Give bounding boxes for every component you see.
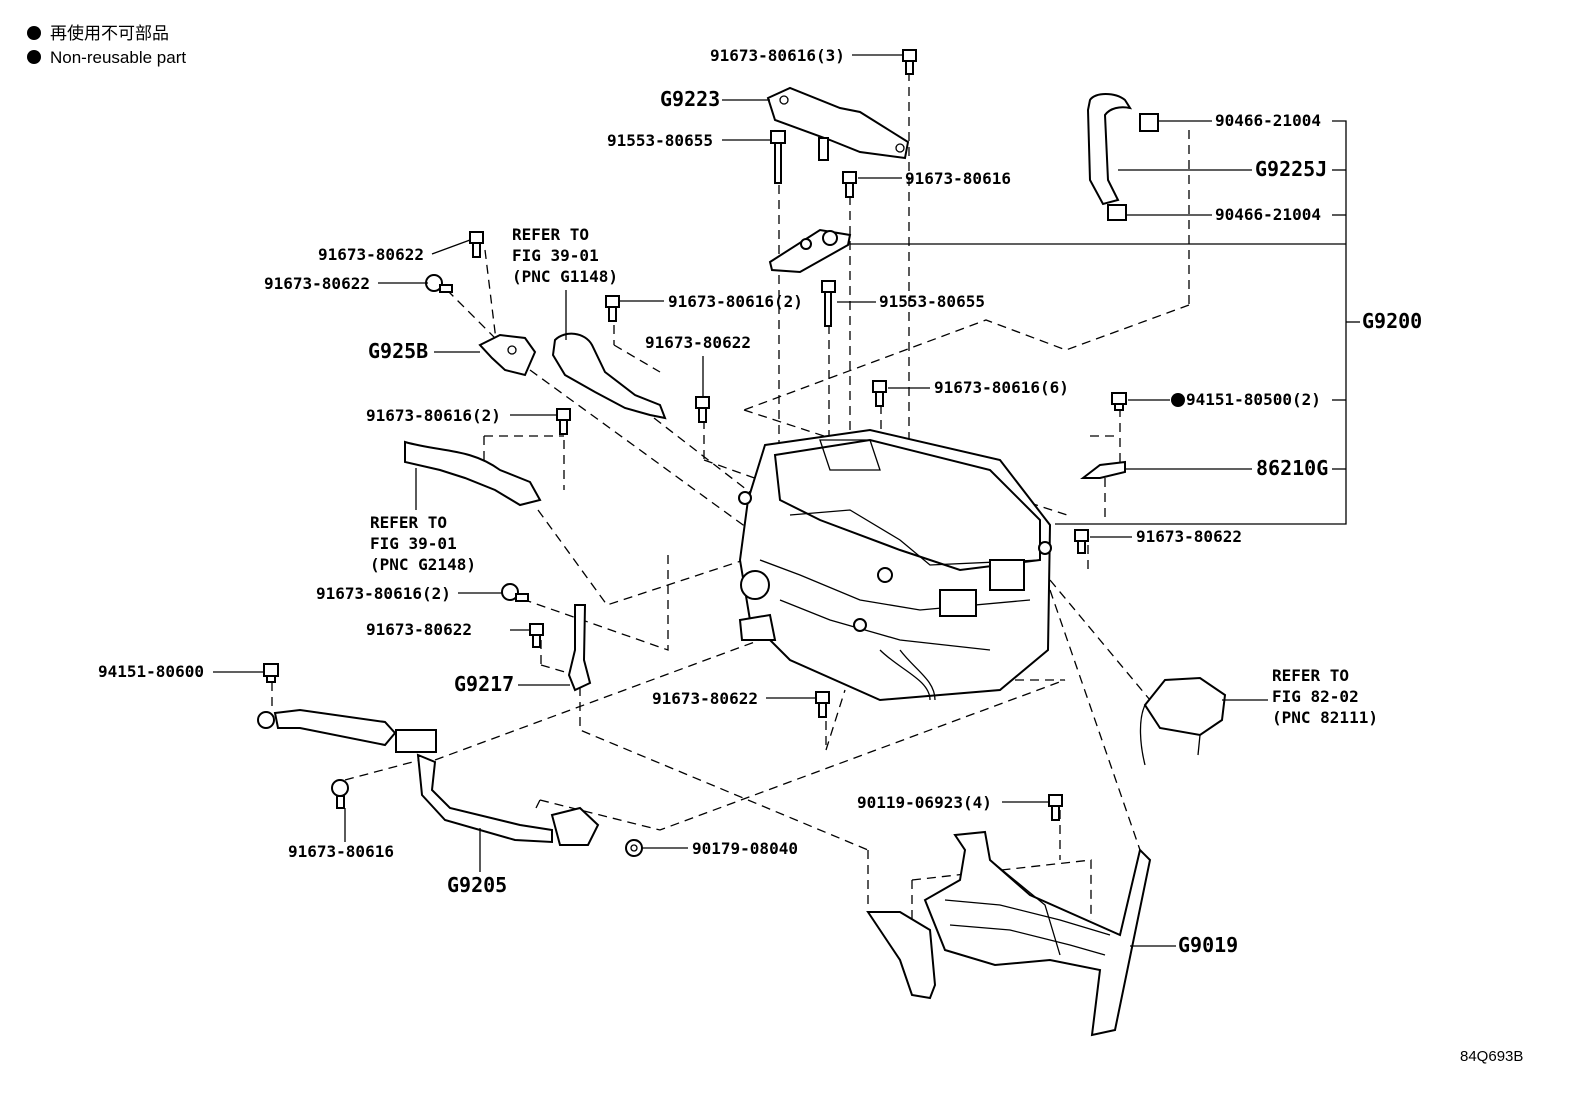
ref-g2148-line1: REFER TO	[370, 513, 447, 532]
ref-g1148-line1: REFER TO	[512, 225, 589, 244]
label-94151-80500-2: 94151-80500(2)	[1186, 390, 1321, 409]
label-g9217: G9217	[454, 672, 514, 696]
label-91673-80616-2-low: 91673-80616(2)	[316, 584, 451, 603]
label-91673-80616-top: 91673-80616	[905, 169, 1011, 188]
clamp-86210g	[1080, 460, 1126, 479]
g9200-group-bracket	[848, 120, 1360, 525]
bolt-icon	[821, 280, 836, 327]
label-91553-80655-top: 91553-80655	[607, 131, 713, 150]
label-g925b: G925B	[368, 339, 428, 363]
label-91673-80622-e: 91673-80622	[366, 620, 472, 639]
bolt-icon	[501, 583, 529, 602]
label-91673-80616-bottom: 91673-80616	[288, 842, 394, 861]
label-90179-08040: 90179-08040	[692, 839, 798, 858]
hose-g9225j	[1086, 93, 1159, 221]
alignment-lines	[271, 72, 1190, 920]
connector-82111	[1139, 676, 1227, 766]
label-g9019: G9019	[1178, 933, 1238, 957]
label-91673-80616-2-top: 91673-80616(2)	[668, 292, 803, 311]
label-94151-80600: 94151-80600	[98, 662, 204, 681]
label-91673-80622-c: 91673-80622	[645, 333, 751, 352]
bolt-icon	[902, 49, 917, 75]
legend-text-en: Non-reusable part	[50, 48, 186, 67]
bolt-icon	[770, 130, 786, 184]
label-90466-21004-lower: 90466-21004	[1215, 205, 1321, 224]
part-labels: 91673-80616(3) G9223 91553-80655 91673-8…	[98, 46, 1422, 957]
ref-g2148-line3: (PNC G2148)	[370, 555, 476, 574]
label-91673-80616-2-mid: 91673-80616(2)	[366, 406, 501, 425]
label-g9225j: G9225J	[1255, 157, 1327, 181]
ref-82111-line3: (PNC 82111)	[1272, 708, 1378, 727]
bolt-icon	[263, 663, 279, 683]
bolt-icon	[469, 231, 484, 258]
bracket-g9217	[567, 604, 592, 692]
lower-hose	[404, 440, 542, 507]
ref-g1148-line3: (PNC G1148)	[512, 267, 618, 286]
bolt-icon	[425, 274, 453, 293]
label-86210g: 86210G	[1256, 456, 1328, 480]
label-91673-80616-6: 91673-80616(6)	[934, 378, 1069, 397]
bolt-icon	[695, 396, 710, 423]
bolt-icon	[842, 171, 857, 198]
frame-g9019	[866, 830, 1152, 1037]
bolt-icon	[815, 691, 830, 718]
label-g9200: G9200	[1362, 309, 1422, 333]
label-g9205: G9205	[447, 873, 507, 897]
bolt-icon	[1048, 794, 1063, 821]
bolt-icon	[1074, 529, 1089, 554]
inverter-assembly	[738, 428, 1052, 702]
bracket-plate	[768, 228, 852, 274]
ref-g1148-line2: FIG 39-01	[512, 246, 599, 265]
label-91673-80616-3: 91673-80616(3)	[710, 46, 845, 65]
label-91673-80622-f: 91673-80622	[652, 689, 758, 708]
bolt-icon	[556, 408, 571, 435]
label-90466-21004-upper: 90466-21004	[1215, 111, 1321, 130]
non-reusable-bullet-icon	[27, 26, 41, 40]
label-90119-06923-4: 90119-06923(4)	[857, 793, 992, 812]
non-reusable-bullet-icon	[27, 50, 41, 64]
top-cover-g9223	[766, 86, 910, 161]
label-91673-80622-a: 91673-80622	[318, 245, 424, 264]
nut-icon	[625, 839, 643, 857]
legend-text-cn: 再使用不可部品	[50, 23, 169, 43]
label-91673-80622-d: 91673-80622	[1136, 527, 1242, 546]
ref-82111-line2: FIG 82-02	[1272, 687, 1359, 706]
bolt-icon	[872, 380, 887, 407]
ref-82111-line1: REFER TO	[1272, 666, 1349, 685]
drawing-code: 84Q693B	[1460, 1048, 1523, 1065]
bracket-g925b	[478, 333, 537, 377]
ref-g2148-line2: FIG 39-01	[370, 534, 457, 553]
legend: 再使用不可部品 Non-reusable part	[27, 23, 186, 67]
cable-g9205	[257, 708, 600, 846]
bolt-icon	[331, 779, 349, 809]
non-reusable-bullet-icon	[1171, 393, 1185, 407]
leader-lines	[213, 54, 1268, 947]
bolt-icon	[605, 295, 620, 322]
bolt-icon	[1111, 392, 1127, 411]
label-g9223: G9223	[660, 87, 720, 111]
label-91673-80622-b: 91673-80622	[264, 274, 370, 293]
label-91553-80655-mid: 91553-80655	[879, 292, 985, 311]
